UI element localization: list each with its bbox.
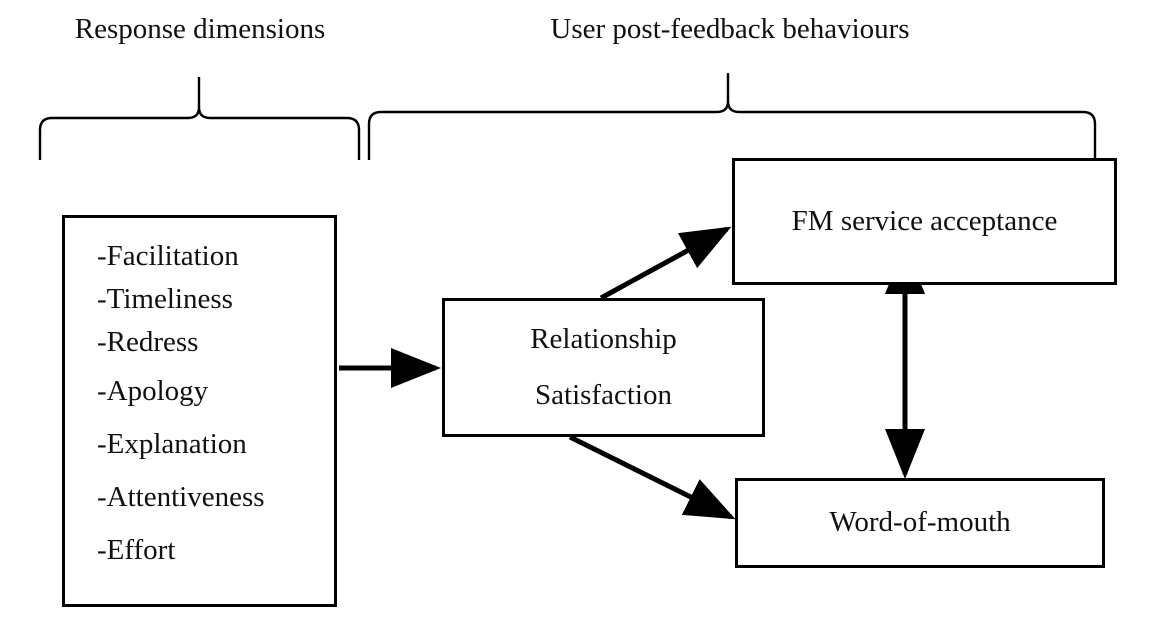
node-response-dimensions[interactable]: -Facilitation -Timeliness -Redress -Apol… xyxy=(62,215,337,607)
arrow-satisfaction-to-fm-acceptance xyxy=(599,226,732,301)
brace-label-response-dimensions: Response dimensions xyxy=(74,13,326,45)
brace-label-user-post-feedback-behaviours: User post-feedback behaviours xyxy=(550,13,910,45)
node-label-relationship: Relationship xyxy=(530,323,677,356)
list-item-facilitation: -Facilitation xyxy=(97,240,239,272)
node-fm-service-acceptance[interactable]: FM service acceptance xyxy=(732,158,1117,285)
list-item-attentiveness: -Attentiveness xyxy=(97,481,265,513)
node-label-word-of-mouth: Word-of-mouth xyxy=(829,506,1011,539)
node-label-fm-service-acceptance: FM service acceptance xyxy=(791,204,1058,237)
brace-user-post-feedback-behaviours xyxy=(367,73,1097,160)
node-label-satisfaction: Satisfaction xyxy=(535,378,672,411)
list-item-apology: -Apology xyxy=(97,375,209,407)
list-item-timeliness: -Timeliness xyxy=(97,283,233,315)
arrow-satisfaction-to-word-of-mouth xyxy=(568,434,736,520)
list-item-redress: -Redress xyxy=(97,326,199,358)
brace-response-dimensions xyxy=(38,77,361,160)
list-item-effort: -Effort xyxy=(97,534,176,566)
list-item-explanation: -Explanation xyxy=(97,428,247,460)
node-word-of-mouth[interactable]: Word-of-mouth xyxy=(735,478,1105,568)
node-relationship-satisfaction[interactable]: Relationship Satisfaction xyxy=(442,298,765,437)
